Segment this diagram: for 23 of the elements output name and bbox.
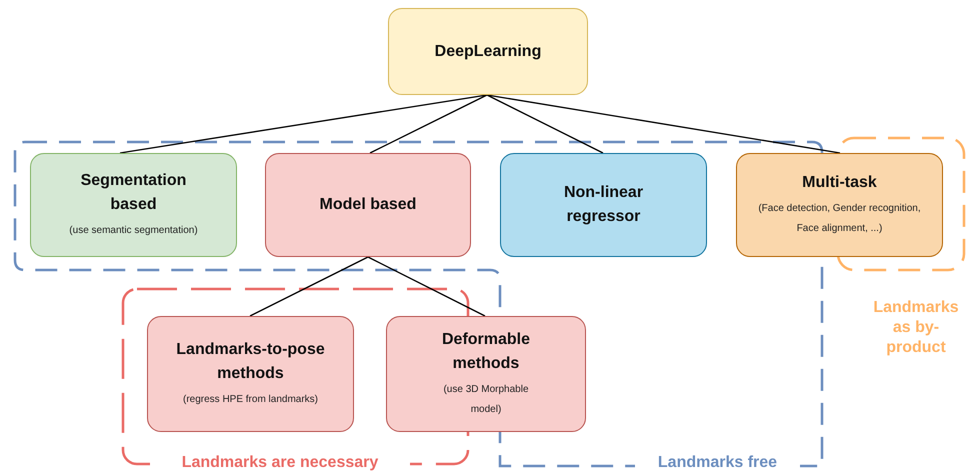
box-subtitle: (use semantic segmentation) bbox=[69, 224, 198, 238]
region-label: Landmarks are necessary bbox=[150, 453, 410, 473]
box-subtitle: (Face detection, Gender recognition, Face alignment, ...) bbox=[757, 202, 922, 236]
box-subtitle: (use 3D Morphable model) bbox=[442, 383, 530, 417]
category-box bbox=[736, 153, 943, 257]
category-box bbox=[30, 153, 237, 257]
box-title: DeepLearning bbox=[434, 42, 542, 62]
category-box bbox=[388, 8, 588, 95]
category-box bbox=[500, 153, 707, 257]
connector-line bbox=[486, 94, 604, 154]
box-title: Segmentation based bbox=[80, 171, 188, 215]
connector-line bbox=[250, 256, 368, 317]
box-title: Model based bbox=[320, 195, 416, 215]
box-title: Non-linear regressor bbox=[562, 183, 644, 227]
category-box bbox=[386, 316, 586, 432]
box-title: Landmarks-to-pose methods bbox=[175, 340, 326, 384]
category-box bbox=[147, 316, 354, 432]
category-box bbox=[265, 153, 471, 257]
box-title: Deformable methods bbox=[440, 330, 532, 374]
connector-line bbox=[370, 94, 488, 154]
box-title: Multi-task bbox=[802, 173, 877, 193]
box-subtitle: (regress HPE from landmarks) bbox=[182, 393, 318, 407]
connector-line bbox=[368, 256, 486, 317]
